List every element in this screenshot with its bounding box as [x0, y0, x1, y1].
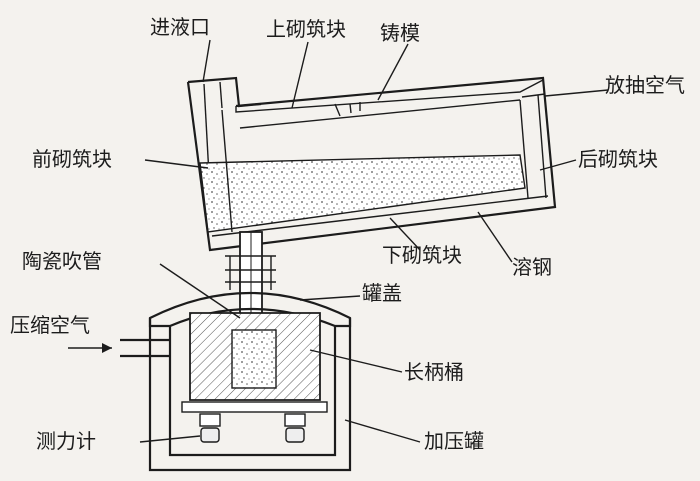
label-rear-brick: 后砌筑块	[578, 147, 658, 171]
compressed-air-pipe	[120, 338, 170, 358]
inlet-chimney	[187, 76, 262, 108]
mold-assembly	[186, 76, 557, 252]
vent	[521, 93, 546, 98]
label-pressure-tank: 加压罐	[424, 429, 484, 453]
rear-brick-block	[519, 99, 529, 199]
label-tank-lid: 罐盖	[362, 281, 402, 305]
label-lower-brick: 下砌筑块	[382, 243, 462, 267]
label-ceramic-tube: 陶瓷吹管	[22, 249, 102, 273]
leader-lines	[139, 39, 609, 443]
lower-brick-block	[209, 195, 556, 251]
molten-steel	[199, 154, 526, 233]
label-compressed-air: 压缩空气	[10, 313, 90, 337]
front-brick-block	[221, 109, 233, 233]
label-front-brick: 前砌筑块	[32, 147, 112, 171]
upper-brick-block	[235, 79, 544, 113]
label-mold: 铸模	[380, 21, 420, 45]
load-cell	[199, 413, 306, 443]
label-load-cell: 测力计	[36, 429, 96, 453]
label-molten-steel: 溶钢	[512, 255, 552, 279]
label-vent: 放抽空气	[605, 73, 685, 97]
label-long-handle-bucket: 长柄桶	[404, 360, 464, 384]
label-inlet: 进液口	[150, 15, 210, 39]
label-upper-brick: 上砌筑块	[266, 17, 346, 41]
arrow-head	[102, 343, 112, 353]
pressure-tank	[120, 292, 352, 472]
